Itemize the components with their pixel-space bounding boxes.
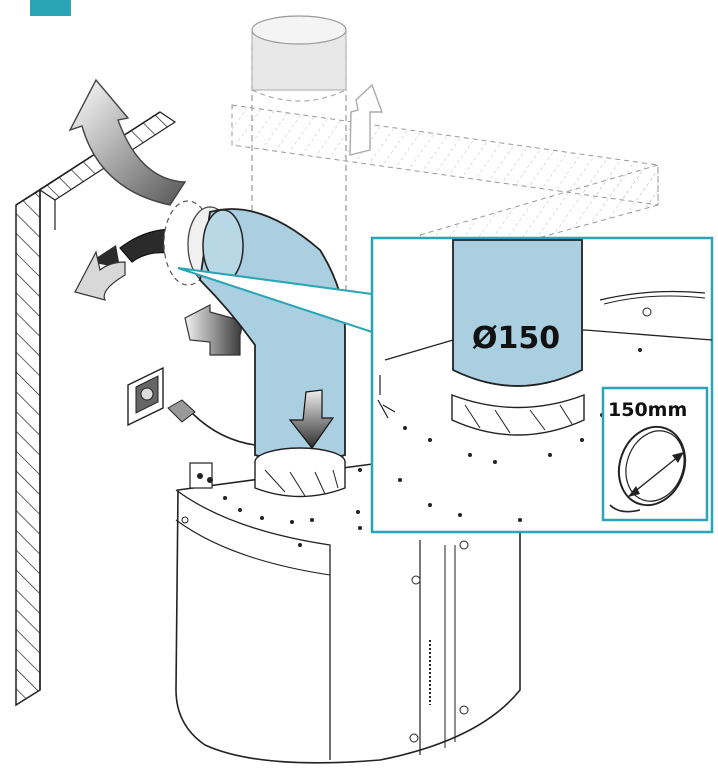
fan-outlet — [254, 447, 346, 498]
dimension-label: 150mm — [608, 399, 687, 421]
up-arrow-outline — [349, 83, 384, 156]
measurement-box: 150mm — [601, 386, 709, 522]
wall-socket — [127, 366, 164, 427]
down-arrow — [288, 389, 335, 450]
power-plug — [167, 399, 256, 446]
diameter-label: Ø150 — [472, 321, 560, 356]
step-badge — [30, 0, 71, 16]
exhaust-out-arrow — [68, 78, 187, 206]
